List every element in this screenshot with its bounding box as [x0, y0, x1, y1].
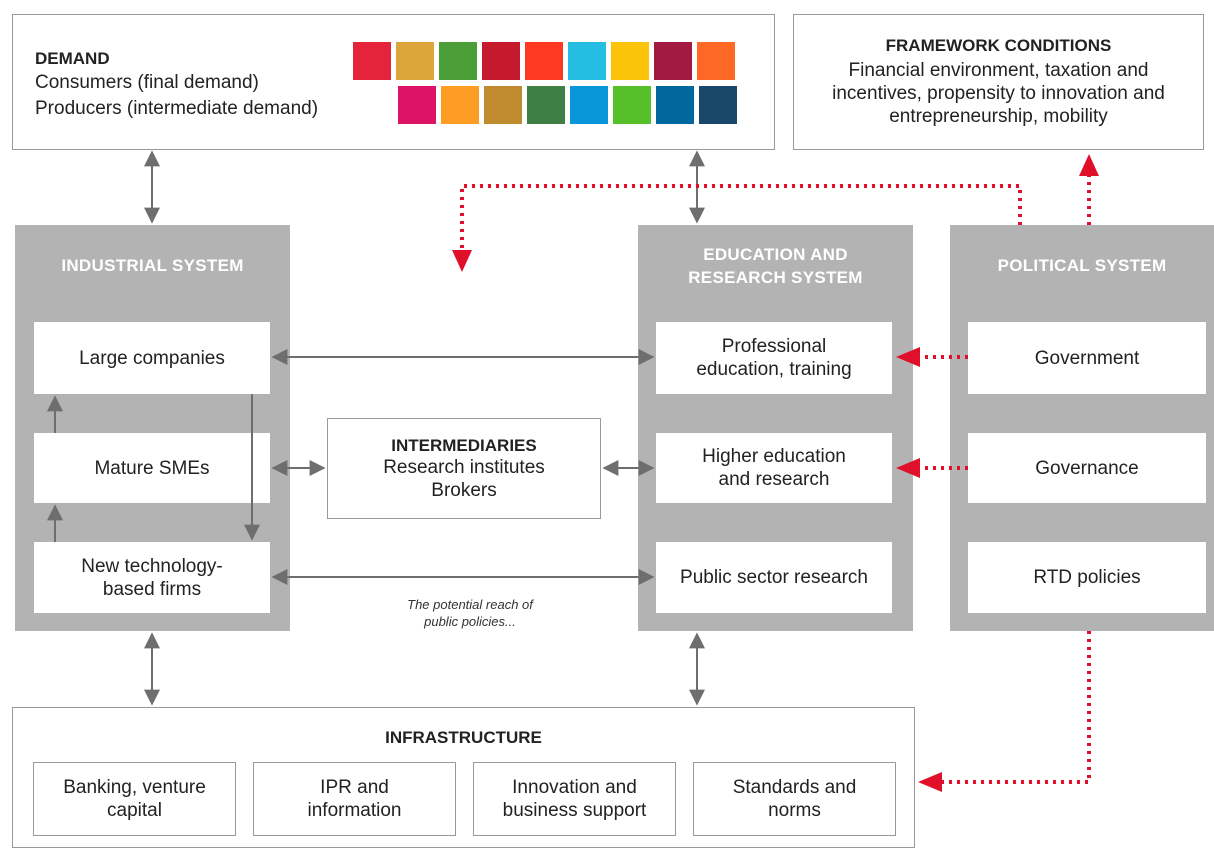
framework-line-2: incentives, propensity to innovation and: [832, 83, 1165, 104]
sdg-icon: [654, 42, 692, 80]
ipr-line-2: information: [307, 800, 402, 821]
sdg-icon: [611, 42, 649, 80]
intermediaries-line-2: Brokers: [431, 479, 497, 501]
banking-line-2: capital: [107, 800, 162, 821]
sdg-icon: [484, 86, 522, 124]
professional-line-2: education, training: [696, 359, 852, 380]
sdg-icon: [482, 42, 520, 80]
banking-venture-capital-box: Banking, venture capital: [33, 762, 236, 836]
intermediaries-line-1: Research institutes: [383, 456, 545, 478]
sdg-icon: [568, 42, 606, 80]
sdg-icon: [396, 42, 434, 80]
intermediaries-box: INTERMEDIARIES Research institutes Broke…: [327, 418, 601, 519]
rtd-policies-box: RTD policies: [968, 542, 1206, 613]
note-line-2: public policies...: [424, 614, 516, 629]
policy-to-infrastructure-arrowhead: [918, 772, 942, 792]
demand-consumers: Consumers (final demand): [35, 72, 259, 93]
sdg-icon: [525, 42, 563, 80]
sdg-icon: [699, 86, 737, 124]
large-companies-box: Large companies: [34, 322, 270, 394]
sdg-icon: [697, 42, 735, 80]
policy-to-industrial-arrowhead: [452, 250, 472, 272]
new-technology-firms-box: New technology- based firms: [34, 542, 270, 613]
new-tech-line-1: New technology-: [81, 555, 223, 577]
professional-education-box: Professional education, training: [656, 322, 892, 394]
sdg-icon: [398, 86, 436, 124]
standards-line-1: Standards and: [732, 777, 857, 798]
sdg-icon: [527, 86, 565, 124]
intermediaries-title: INTERMEDIARIES: [391, 435, 537, 455]
sdg-icon: [570, 86, 608, 124]
innovation-business-support-box: Innovation and business support: [473, 762, 676, 836]
sdg-icon: [439, 42, 477, 80]
demand-producers: Producers (intermediate demand): [35, 98, 319, 119]
standards-line-2: norms: [768, 800, 821, 821]
professional-line-1: Professional: [721, 336, 827, 357]
sdg-icon: [656, 86, 694, 124]
innovation-line-1: Innovation and: [512, 777, 637, 798]
innovation-line-2: business support: [502, 800, 647, 821]
higher-line-1: Higher education: [702, 446, 846, 467]
demand-title: DEMAND: [35, 49, 110, 68]
government-box: Government: [968, 322, 1206, 394]
infrastructure-title: INFRASTRUCTURE: [385, 728, 542, 747]
note-line-1: The potential reach of: [407, 597, 533, 612]
policy-to-framework-arrowhead: [1079, 154, 1099, 176]
public-sector-research-box: Public sector research: [656, 542, 892, 613]
framework-line-1: Financial environment, taxation and: [848, 60, 1149, 81]
banking-line-1: Banking, venture: [63, 777, 206, 798]
policy-reach-note: The potential reach of public policies..…: [360, 596, 580, 630]
political-system-title: POLITICAL SYSTEM: [997, 256, 1167, 275]
industrial-system-title: INDUSTRIAL SYSTEM: [61, 256, 244, 275]
ipr-information-box: IPR and information: [253, 762, 456, 836]
demand-box: DEMAND Consumers (final demand) Producer…: [12, 14, 775, 150]
framework-conditions-box: FRAMEWORK CONDITIONS Financial environme…: [793, 14, 1204, 150]
new-tech-line-2: based firms: [102, 578, 202, 600]
sdg-icon: [353, 42, 391, 80]
sdg-icon: [613, 86, 651, 124]
higher-education-box: Higher education and research: [656, 433, 892, 503]
sdg-icon: [441, 86, 479, 124]
education-title-line-2: RESEARCH SYSTEM: [688, 268, 863, 287]
mature-smes-box: Mature SMEs: [34, 433, 270, 503]
education-title-line-1: EDUCATION AND: [703, 245, 848, 264]
higher-line-2: and research: [718, 469, 830, 490]
governance-box: Governance: [968, 433, 1206, 503]
framework-title: FRAMEWORK CONDITIONS: [885, 36, 1112, 55]
ipr-line-1: IPR and: [320, 777, 389, 798]
policy-to-infrastructure-dotted: [942, 631, 1091, 784]
standards-norms-box: Standards and norms: [693, 762, 896, 836]
framework-line-3: entrepreneurship, mobility: [889, 106, 1108, 127]
